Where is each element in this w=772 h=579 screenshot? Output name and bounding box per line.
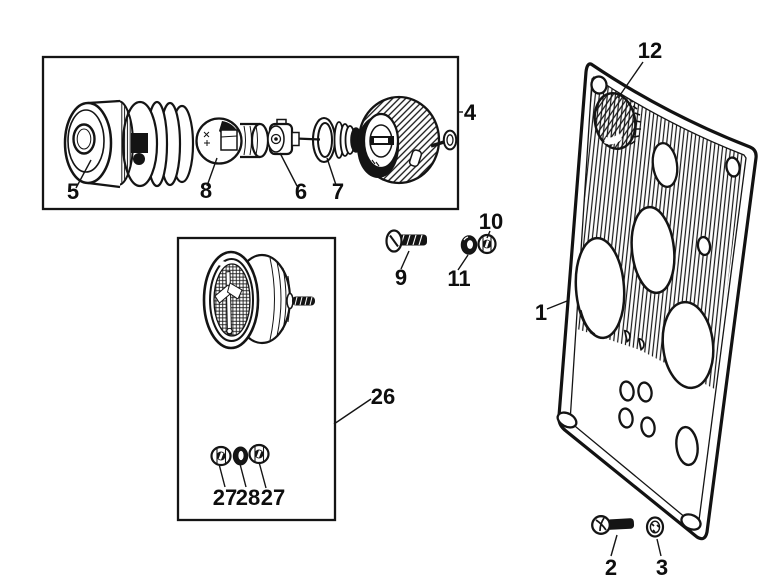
part-panel-light-switch bbox=[593, 92, 642, 150]
label-spring-washer: 11 bbox=[447, 266, 470, 291]
part-fixing-screw bbox=[385, 229, 427, 253]
part-spring-washers bbox=[311, 116, 365, 164]
part-lamp-nut-left bbox=[210, 445, 232, 467]
part-contact-plunger bbox=[267, 118, 300, 156]
leader-lines bbox=[75, 111, 463, 189]
warning-lamp-box: 27 28 27 26 bbox=[176, 236, 395, 522]
switch-knurl-ticks bbox=[628, 98, 642, 145]
label-contact-plunger: 6 bbox=[295, 179, 307, 204]
panel-holes bbox=[556, 75, 741, 531]
part-panel-bolt bbox=[591, 515, 635, 535]
gauge-hole-bottom bbox=[661, 300, 715, 390]
panel-inner-border bbox=[569, 76, 747, 530]
part-lamp-nut-right bbox=[248, 443, 270, 465]
lamp-assembly-box: 5 8 6 7 4 bbox=[41, 55, 477, 211]
part-warning-lamp bbox=[202, 250, 315, 350]
label-panel-bolt: 2 bbox=[605, 555, 617, 579]
gauge-hole-top bbox=[630, 205, 676, 295]
label-lamp-assembly: 4 bbox=[464, 100, 477, 125]
leader-lines bbox=[546, 61, 662, 557]
lamp-needle bbox=[214, 261, 243, 335]
label-socket-body: 5 bbox=[67, 179, 79, 204]
lamp-box-border bbox=[176, 236, 337, 522]
part-holder-cup bbox=[357, 95, 458, 185]
label-spring-washers: 7 bbox=[332, 179, 344, 204]
label-panel-plate: 1 bbox=[535, 300, 547, 325]
leader-lines bbox=[400, 230, 491, 271]
label-panel-nut: 3 bbox=[656, 555, 668, 579]
label-fixing-screw: 9 bbox=[395, 265, 407, 290]
bulb-filament-marks bbox=[203, 131, 210, 146]
label-small-nut: 10 bbox=[479, 209, 503, 234]
label-bulb: 8 bbox=[200, 178, 212, 203]
label-lamp-nut-left: 27 bbox=[213, 485, 237, 510]
leader-lines bbox=[218, 398, 372, 489]
label-lamp-washer: 28 bbox=[236, 485, 260, 510]
label-panel-light-switch: 12 bbox=[638, 38, 662, 63]
contact-rod bbox=[295, 137, 321, 141]
socket-key-notch bbox=[131, 133, 148, 153]
fastener-group: 9 10 11 bbox=[385, 209, 503, 291]
speedometer-hole bbox=[574, 236, 626, 340]
mount-slot-bottom-right bbox=[680, 513, 702, 531]
part-spring-washer bbox=[460, 235, 478, 255]
assembly-box-border bbox=[41, 55, 460, 211]
label-warning-lamp-unit: 26 bbox=[371, 384, 395, 409]
label-lamp-nut-right: 27 bbox=[261, 485, 285, 510]
cup-screw bbox=[430, 129, 458, 151]
mount-slot-bottom-left bbox=[556, 411, 578, 429]
part-lamp-washer bbox=[232, 446, 249, 466]
part-panel-nut bbox=[645, 516, 665, 538]
lamp-stud bbox=[286, 292, 315, 310]
part-bulb bbox=[195, 117, 270, 165]
part-small-nut bbox=[477, 233, 497, 255]
dashboard-panel: 1 12 2 3 bbox=[535, 38, 758, 579]
part-socket-body bbox=[63, 99, 195, 189]
